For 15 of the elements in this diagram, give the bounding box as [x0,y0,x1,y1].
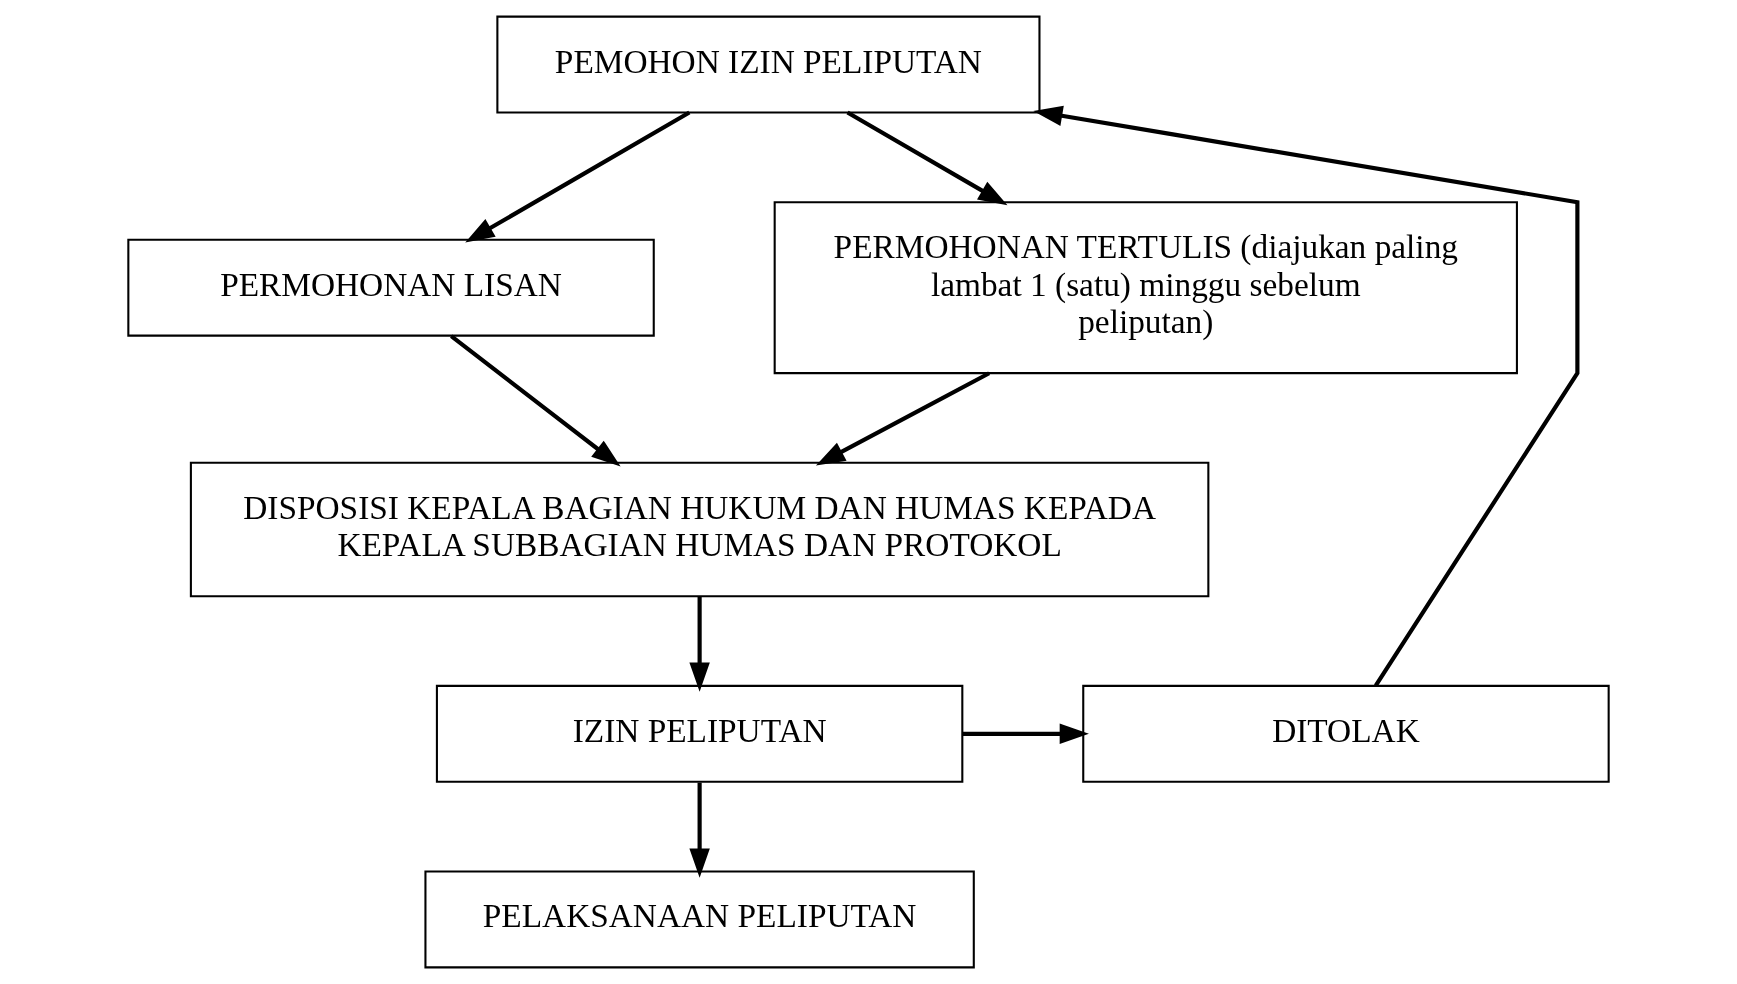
arrow [689,596,710,692]
arrow [689,782,710,878]
arrow [962,723,1089,745]
arrow [846,110,1008,206]
arrow [450,334,621,467]
node-box: IZIN PELIPUTAN [435,684,964,783]
arrow [815,371,991,466]
node-box: PELAKSANAAN PELIPUTAN [424,870,975,969]
node-box: PEMOHON IZIN PELIPUTAN [496,15,1041,114]
arrow [465,110,691,243]
arrow [1033,105,1580,687]
node-box: DISPOSISI KEPALA BAGIAN HUKUM DAN HUMAS KEPADA KEPALA SUBBAGIAN HUMAS DAN PROTOKOL [189,461,1210,598]
node-box: PERMOHONAN TERTULIS (diajukan paling lambat 1 (satu) minggu sebelum peliputan) [773,201,1518,375]
node-box: PERMOHONAN LISAN [127,238,655,337]
node-box: DITOLAK [1082,684,1610,783]
